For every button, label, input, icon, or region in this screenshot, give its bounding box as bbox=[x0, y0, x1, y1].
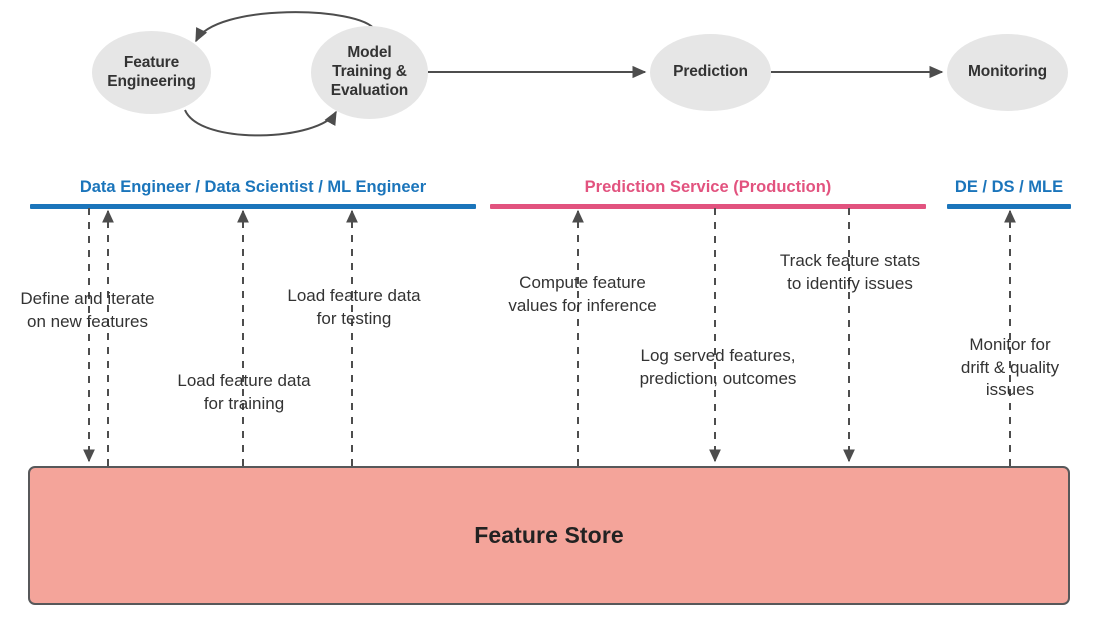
annotation-line: Log served features, bbox=[640, 346, 796, 365]
lane-bar-prediction-service bbox=[490, 204, 926, 209]
feature-store-box[interactable]: Feature Store bbox=[28, 466, 1070, 605]
annotation-log-served-features: Log served features, prediction, outcome… bbox=[620, 345, 816, 390]
pipeline-node-label-line1: Monitoring bbox=[967, 63, 1048, 81]
lane-bar-data-engineer bbox=[30, 204, 476, 209]
annotation-line: for testing bbox=[316, 308, 392, 328]
pipeline-node-label-line1: Feature bbox=[123, 53, 180, 71]
lane-title-de-ds-mle: DE / DS / MLE bbox=[954, 178, 1064, 196]
annotation-line: Load feature data bbox=[287, 286, 421, 305]
pipeline-node-label-line2: Engineering bbox=[107, 72, 196, 90]
annotation-define-and-iterate: Define and iterate on new features bbox=[5, 288, 170, 333]
annotation-line: Monitor for bbox=[969, 335, 1051, 354]
annotation-line: Compute feature bbox=[519, 273, 646, 292]
annotation-line: on new features bbox=[27, 311, 148, 331]
annotation-line: drift & quality bbox=[960, 357, 1060, 377]
annotation-load-testing-data: Load feature data for testing bbox=[270, 285, 438, 330]
annotation-track-feature-stats: Track feature stats to identify issues bbox=[765, 250, 935, 295]
annotation-line: to identify issues bbox=[787, 273, 913, 293]
annotation-line: issues bbox=[985, 380, 1035, 400]
feature-store-label: Feature Store bbox=[474, 522, 624, 548]
pipeline-node-label-line3: Evaluation bbox=[330, 81, 409, 99]
annotation-line: values for inference bbox=[508, 295, 657, 315]
pipeline-node-feature-engineering[interactable]: Feature Engineering bbox=[92, 31, 211, 114]
edge-feature-engineering-to-model-training bbox=[184, 109, 337, 137]
pipeline-node-label-line1: Model bbox=[347, 44, 392, 62]
annotation-load-training-data: Load feature data for training bbox=[160, 370, 328, 415]
annotation-line: prediction, outcomes bbox=[639, 368, 797, 388]
pipeline-node-label-line2: Training & bbox=[332, 63, 407, 81]
pipeline-node-label-line1: Prediction bbox=[673, 63, 748, 81]
annotation-line: Load feature data bbox=[177, 371, 311, 390]
annotation-line: Define and iterate bbox=[20, 289, 155, 308]
lane-title-data-engineer: Data Engineer / Data Scientist / ML Engi… bbox=[79, 178, 427, 196]
annotation-line: for training bbox=[203, 393, 285, 413]
annotation-line: Track feature stats bbox=[779, 251, 921, 270]
pipeline-node-monitoring[interactable]: Monitoring bbox=[947, 34, 1068, 111]
annotation-monitor-for-drift: Monitor for drift & quality issues bbox=[950, 334, 1070, 402]
lane-bar-de-ds-mle bbox=[947, 204, 1071, 209]
pipeline-node-model-training[interactable]: Model Training & Evaluation bbox=[311, 26, 428, 119]
lane-title-prediction-service: Prediction Service (Production) bbox=[584, 178, 832, 196]
pipeline-node-prediction[interactable]: Prediction bbox=[650, 34, 771, 111]
annotation-compute-feature-values: Compute feature values for inference bbox=[495, 272, 670, 317]
